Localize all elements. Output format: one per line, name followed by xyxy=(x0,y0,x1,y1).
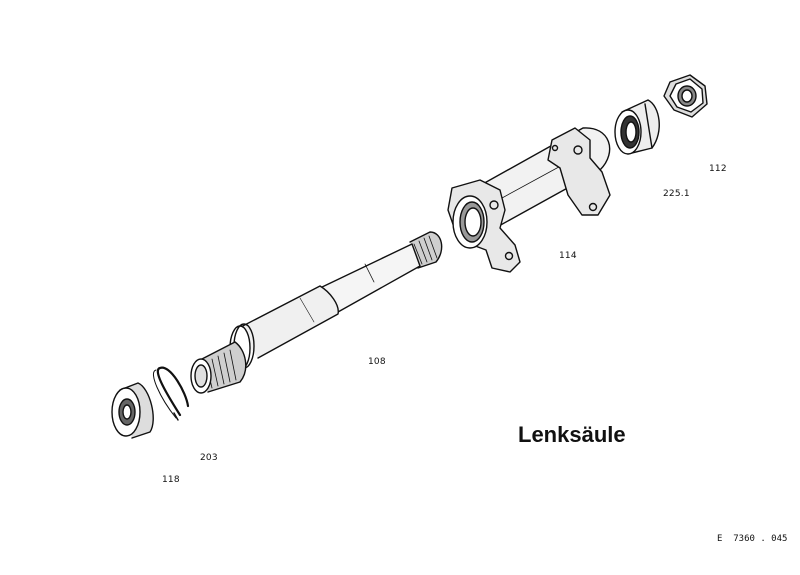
steering-shaft-part xyxy=(191,232,442,393)
label-needle-bearing: 225.1 xyxy=(663,189,690,199)
drawing-code: E 7360 . 045 xyxy=(717,534,788,544)
label-washer: 118 xyxy=(162,475,180,485)
washer-part xyxy=(112,383,153,438)
label-column-housing: 114 xyxy=(559,251,577,261)
hex-nut-part xyxy=(664,75,707,117)
label-steering-shaft: 108 xyxy=(368,357,386,367)
circlip-part xyxy=(153,368,188,420)
label-nut: 112 xyxy=(709,164,727,174)
column-housing-part xyxy=(448,128,610,272)
needle-bearing-part xyxy=(615,100,659,154)
label-circlip: 203 xyxy=(200,453,218,463)
diagram-title: Lenksäule xyxy=(518,422,626,447)
